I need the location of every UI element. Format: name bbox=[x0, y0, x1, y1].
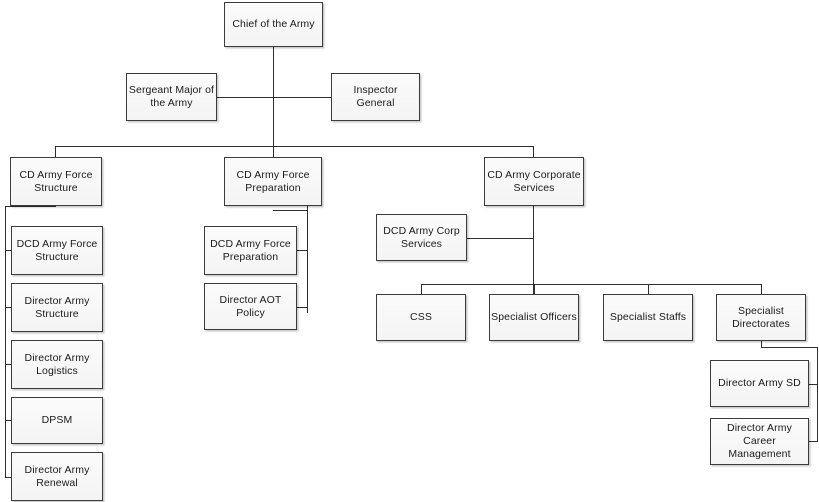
connector-bottom-crossbar bbox=[421, 284, 761, 285]
connector-branch-dcd-force-preparation bbox=[297, 250, 308, 251]
connector-force-structure-spine bbox=[5, 206, 6, 478]
node-label: Sergeant Major of the Army bbox=[128, 84, 215, 109]
node-dcd-corp-services[interactable]: DCD Army Corp Services bbox=[376, 214, 467, 261]
node-director-army-sd[interactable]: Director Army SD bbox=[710, 360, 809, 407]
node-label: DCD Army Corp Services bbox=[383, 224, 460, 250]
node-director-army-renewal[interactable]: Director Army Renewal bbox=[11, 452, 103, 501]
node-label: Director Army Renewal bbox=[24, 463, 90, 489]
node-sergeant-major[interactable]: Sergeant Major of the Army bbox=[126, 73, 217, 121]
connector-corporate-services-spine bbox=[533, 206, 534, 294]
node-label: Specialist Officers bbox=[491, 311, 577, 323]
connector-bottom-drop-specialist-officers bbox=[534, 284, 535, 295]
connector-force-preparation-elbow-top bbox=[273, 210, 308, 211]
node-chief-of-army[interactable]: Chief of the Army bbox=[224, 2, 323, 47]
node-specialist-directorates[interactable]: Specialist Directorates bbox=[716, 294, 806, 341]
node-label: Director Army SD bbox=[718, 377, 801, 389]
node-css[interactable]: CSS bbox=[376, 294, 466, 341]
connector-branch-director-army-career-mgmt bbox=[808, 441, 818, 442]
node-label: Director Army Structure bbox=[24, 294, 90, 320]
connector-specialist-directorates-elbow bbox=[761, 347, 818, 348]
connector-chief-spine-to-assistants bbox=[273, 47, 274, 146]
node-label: CD Army Corporate Services bbox=[487, 168, 581, 194]
connector-bottom-drop-specialist-directorates bbox=[761, 284, 762, 295]
connector-level2-drop-force-structure bbox=[55, 146, 56, 157]
connector-bottom-drop-css bbox=[421, 284, 422, 295]
node-specialist-officers[interactable]: Specialist Officers bbox=[489, 294, 579, 341]
connector-level2-crossbar bbox=[55, 146, 534, 147]
node-director-aot-policy[interactable]: Director AOT Policy bbox=[204, 283, 297, 330]
node-label: Director Army Career Management bbox=[727, 422, 792, 460]
node-specialist-staffs[interactable]: Specialist Staffs bbox=[603, 294, 693, 341]
connector-branch-dcd-force-structure bbox=[5, 250, 12, 251]
connector-branch-director-army-sd bbox=[808, 384, 818, 385]
node-director-army-structure[interactable]: Director Army Structure bbox=[11, 283, 103, 332]
node-director-army-logistics[interactable]: Director Army Logistics bbox=[11, 340, 103, 389]
node-label: Director Army Logistics bbox=[24, 351, 90, 377]
node-cd-force-structure[interactable]: CD Army Force Structure bbox=[10, 157, 102, 206]
node-label: DCD Army Force Preparation bbox=[210, 237, 291, 263]
node-label: Inspector General bbox=[353, 84, 398, 109]
node-director-army-career-mgmt[interactable]: Director Army Career Management bbox=[710, 418, 809, 465]
node-dcd-force-structure[interactable]: DCD Army Force Structure bbox=[11, 226, 103, 275]
node-label: DPSM bbox=[41, 414, 73, 426]
connector-branch-director-army-logistics bbox=[5, 364, 12, 365]
connector-level2-drop-force-preparation bbox=[273, 146, 274, 157]
node-label: Chief of the Army bbox=[232, 18, 315, 30]
connector-branch-director-army-structure bbox=[5, 307, 12, 308]
connector-force-structure-elbow-top bbox=[5, 206, 56, 207]
connector-specialist-directorates-spine bbox=[761, 341, 762, 348]
node-label: Specialist Staffs bbox=[609, 311, 687, 323]
connector-assistants-crossbar bbox=[217, 97, 331, 98]
connector-force-preparation-spine bbox=[307, 206, 308, 313]
node-label: CSS bbox=[410, 311, 432, 323]
connector-branch-director-army-renewal bbox=[5, 477, 12, 478]
connector-bottom-drop-specialist-staffs bbox=[648, 284, 649, 295]
node-dcd-force-preparation[interactable]: DCD Army Force Preparation bbox=[204, 226, 297, 275]
node-label: DCD Army Force Structure bbox=[16, 237, 98, 263]
node-label: CD Army Force Preparation bbox=[236, 168, 310, 194]
connector-specialist-right-spine bbox=[817, 347, 818, 442]
node-inspector-general[interactable]: Inspector General bbox=[331, 73, 420, 121]
node-cd-corporate-services[interactable]: CD Army Corporate Services bbox=[484, 157, 584, 206]
connector-branch-dcd-corp-services bbox=[467, 238, 534, 239]
connector-level2-drop-corporate-services bbox=[533, 146, 534, 157]
node-label: CD Army Force Structure bbox=[19, 168, 93, 194]
node-label: Director AOT Policy bbox=[219, 293, 282, 319]
node-label: Specialist Directorates bbox=[732, 304, 790, 330]
node-cd-force-preparation[interactable]: CD Army Force Preparation bbox=[224, 157, 322, 206]
connector-branch-director-aot-policy bbox=[297, 307, 308, 308]
connector-branch-dpsm bbox=[5, 420, 12, 421]
node-dpsm[interactable]: DPSM bbox=[11, 397, 103, 444]
